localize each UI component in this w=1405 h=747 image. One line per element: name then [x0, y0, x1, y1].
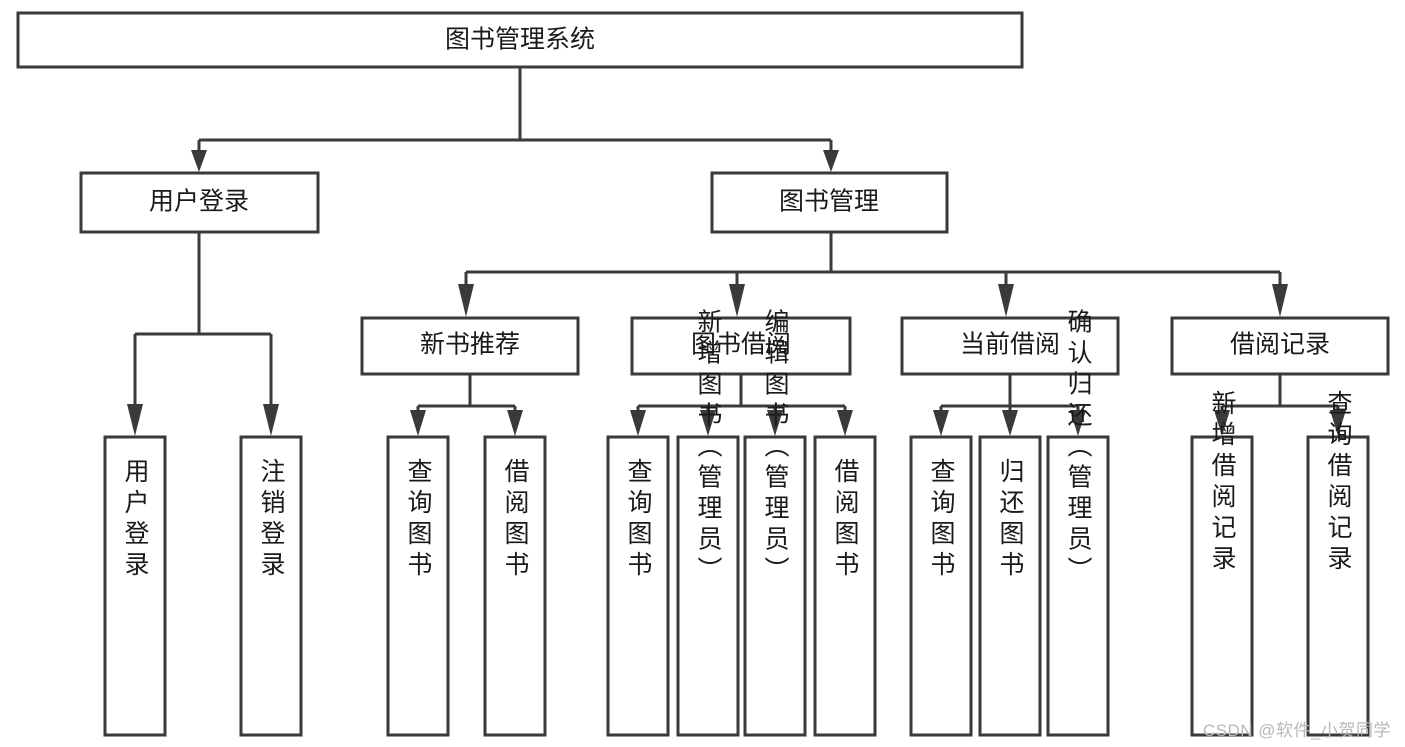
arrowhead-leaf-current-borrow-2 [1002, 410, 1018, 436]
arrowhead-leaf-borrow-record-2 [1330, 410, 1346, 436]
leaf-label-book-borrow-add: 新增图书（管理员） [694, 309, 723, 588]
leaf-box-book-borrow-edit[interactable] [743, 435, 807, 737]
leaf-node[interactable]: 注销登录 [239, 435, 303, 737]
leaf-box-current-borrow-confirm[interactable] [1046, 435, 1110, 737]
leaf-box-new-book-borrow[interactable] [483, 435, 547, 737]
arrowhead-book-manage [823, 150, 839, 172]
arrowhead-leaf-book-borrow-2 [700, 410, 716, 436]
arrowhead-current-borrow [998, 284, 1014, 317]
leaf-label-borrow-record-add: 新增借阅记录 [1208, 390, 1237, 576]
leaf-box-book-borrow-borrow[interactable] [813, 435, 877, 737]
leaf-node[interactable]: 归还图书 [978, 435, 1042, 737]
leaf-box-current-borrow-return[interactable] [978, 435, 1042, 737]
node-book-borrow-box[interactable] [630, 316, 852, 376]
node-borrow-record-box[interactable] [1170, 316, 1390, 376]
leaf-label-borrow-record-query: 查询借阅记录 [1324, 390, 1353, 576]
arrowhead-leaf-borrow-record-1 [1214, 410, 1230, 436]
node-user-login-label: 用户登录 [149, 188, 249, 216]
arrowhead-leaf-book-borrow-4 [837, 410, 853, 436]
node-book-borrow[interactable]: 图书借阅 [630, 316, 852, 376]
node-root[interactable]: 图书管理系统 [16, 11, 1024, 69]
leaf-label-new-book-borrow: 借阅图书 [501, 458, 530, 582]
leaf-label-current-borrow-return: 归还图书 [996, 458, 1025, 582]
leaf-box-current-borrow-query[interactable] [909, 435, 973, 737]
leaf-label-new-book-query: 查询图书 [404, 458, 433, 582]
node-book-manage-label: 图书管理 [779, 188, 879, 216]
leaf-node[interactable]: 新增借阅记录 [1190, 390, 1254, 737]
node-book-manage-box[interactable] [710, 171, 949, 234]
leaf-label-current-borrow-query: 查询图书 [927, 458, 956, 582]
leaf-box-book-borrow-query[interactable] [606, 435, 670, 737]
node-root-box[interactable] [16, 11, 1024, 69]
connector-layer [127, 67, 1346, 436]
arrowhead-borrow-record [1272, 284, 1288, 317]
leaf-node[interactable]: 借阅图书 [813, 435, 877, 737]
leaf-label-book-borrow-edit: 编辑图书（管理员） [761, 309, 790, 588]
leaf-node[interactable]: 查询借阅记录 [1306, 390, 1370, 737]
leaf-label-current-borrow-confirm: 确认归还（管理员） [1064, 309, 1093, 588]
leaf-label-user-login-logout: 注销登录 [257, 458, 286, 582]
leaf-node[interactable]: 确认归还（管理员） [1046, 309, 1110, 737]
arrowhead-leaf-book-borrow-3 [767, 410, 783, 436]
node-book-manage[interactable]: 图书管理 [710, 171, 949, 234]
arrowhead-leaf-new-book-1 [410, 410, 426, 436]
leaf-box-new-book-query[interactable] [386, 435, 450, 737]
node-borrow-record[interactable]: 借阅记录 [1170, 316, 1390, 376]
leaf-label-user-login-login: 用户登录 [121, 458, 150, 582]
node-book-borrow-label: 图书借阅 [691, 331, 791, 359]
arrowhead-leaf-current-borrow-1 [933, 410, 949, 436]
node-current-borrow-box[interactable] [900, 316, 1120, 376]
leaf-node[interactable]: 用户登录 [103, 435, 167, 737]
leaf-node[interactable]: 新增图书（管理员） [676, 309, 740, 737]
arrowhead-new-book [458, 284, 474, 317]
node-new-book-recommend[interactable]: 新书推荐 [360, 316, 580, 376]
node-user-login[interactable]: 用户登录 [79, 171, 320, 234]
leaf-node[interactable]: 编辑图书（管理员） [743, 309, 807, 737]
leaf-node[interactable]: 查询图书 [606, 435, 670, 737]
arrowhead-leaf-user-login-1 [127, 404, 143, 436]
leaf-node[interactable]: 查询图书 [386, 435, 450, 737]
node-current-borrow[interactable]: 当前借阅 [900, 316, 1120, 376]
leaf-box-borrow-record-add[interactable] [1190, 435, 1254, 737]
leaf-box-user-login-login[interactable] [103, 435, 167, 737]
node-borrow-record-label: 借阅记录 [1230, 331, 1330, 359]
leaf-node[interactable]: 借阅图书 [483, 435, 547, 737]
arrowhead-leaf-book-borrow-1 [630, 410, 646, 436]
arrowhead-leaf-new-book-2 [507, 410, 523, 436]
node-new-book-recommend-label: 新书推荐 [420, 331, 520, 359]
arrowhead-user-login [191, 150, 207, 172]
arrowhead-book-borrow [729, 284, 745, 317]
arrowhead-leaf-current-borrow-3 [1070, 410, 1086, 436]
node-current-borrow-label: 当前借阅 [960, 331, 1060, 359]
leaf-node[interactable]: 查询图书 [909, 435, 973, 737]
arrowhead-leaf-user-login-2 [263, 404, 279, 436]
leaf-box-book-borrow-add[interactable] [676, 435, 740, 737]
leaf-label-book-borrow-borrow: 借阅图书 [831, 458, 860, 582]
leaf-label-book-borrow-query: 查询图书 [624, 458, 653, 582]
node-user-login-box[interactable] [79, 171, 320, 234]
leaf-box-user-login-logout[interactable] [239, 435, 303, 737]
leaf-box-borrow-record-query[interactable] [1306, 435, 1370, 737]
node-root-label: 图书管理系统 [445, 26, 595, 54]
node-new-book-recommend-box[interactable] [360, 316, 580, 376]
